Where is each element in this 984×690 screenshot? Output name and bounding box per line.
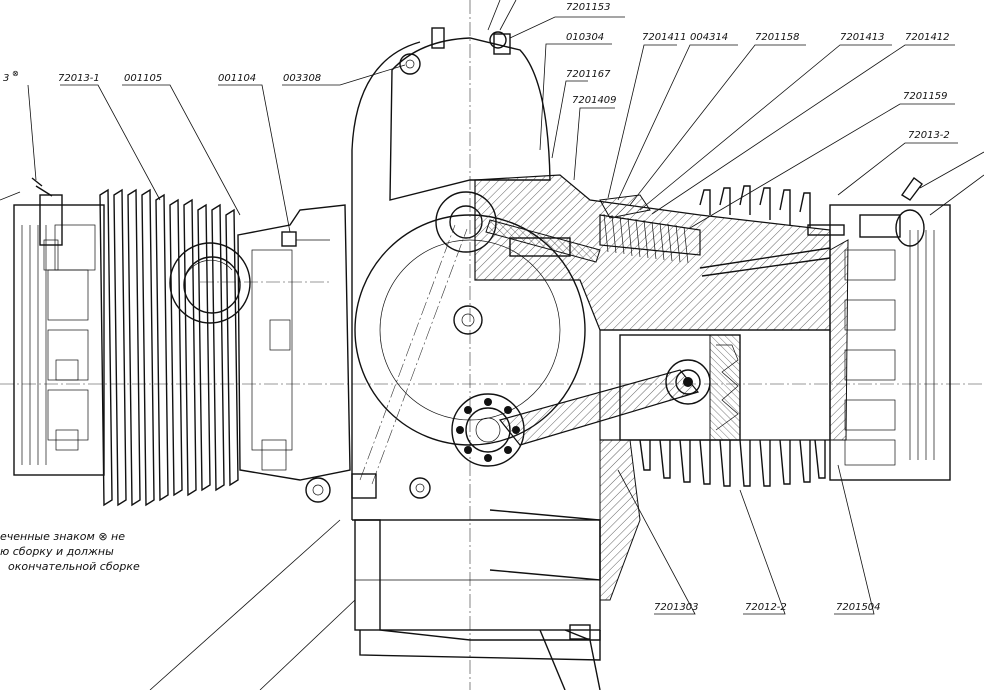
part-label-7201158: 7201158 <box>755 32 800 43</box>
part-label-010304: 010304 <box>566 32 604 43</box>
note-line-1: еченные знаком ⊗ не <box>0 530 125 543</box>
intake-port <box>169 242 251 324</box>
right-head-fins <box>807 177 951 481</box>
part-label-3: 3 <box>3 73 9 84</box>
part-number-labels: 7201153 010304 7201411 004314 7201158 72… <box>3 2 950 613</box>
right-barrel-fins <box>639 185 826 487</box>
left-head-fins <box>21 225 89 465</box>
assembly-note: еченные знаком ⊗ не ю сборку и должны ок… <box>0 530 140 573</box>
part-label-004314: 004314 <box>690 32 728 43</box>
part-label-72012-2: 72012-2 <box>745 602 787 613</box>
part-label-7201153: 7201153 <box>566 2 611 13</box>
note-line-3: окончательной сборке <box>8 560 140 573</box>
part-label-7201303: 7201303 <box>654 602 699 613</box>
part-label-7201411: 7201411 <box>642 32 687 43</box>
right-cylinder-section <box>474 174 951 601</box>
note-line-2: ю сборку и должны <box>0 545 114 558</box>
part-label-001104: 001104 <box>218 73 256 84</box>
left-cylinder-exterior <box>13 177 351 507</box>
left-barrel-fins <box>99 188 239 507</box>
encircled-x-mark: ⊗ <box>12 69 19 78</box>
valve-spring <box>603 213 689 264</box>
part-label-7201412: 7201412 <box>905 32 950 43</box>
part-label-7201413: 7201413 <box>840 32 885 43</box>
spark-plug <box>31 177 96 271</box>
part-label-7201159: 7201159 <box>903 91 948 102</box>
part-label-003308: 003308 <box>283 73 321 84</box>
part-label-7201409: 7201409 <box>572 95 617 106</box>
central-housing <box>351 27 601 690</box>
part-label-7201504: 7201504 <box>836 602 881 613</box>
part-label-72013-1: 72013-1 <box>58 73 100 84</box>
part-label-7201167: 7201167 <box>566 69 611 80</box>
part-label-72013-2: 72013-2 <box>908 130 950 141</box>
part-label-001105: 001105 <box>124 73 162 84</box>
